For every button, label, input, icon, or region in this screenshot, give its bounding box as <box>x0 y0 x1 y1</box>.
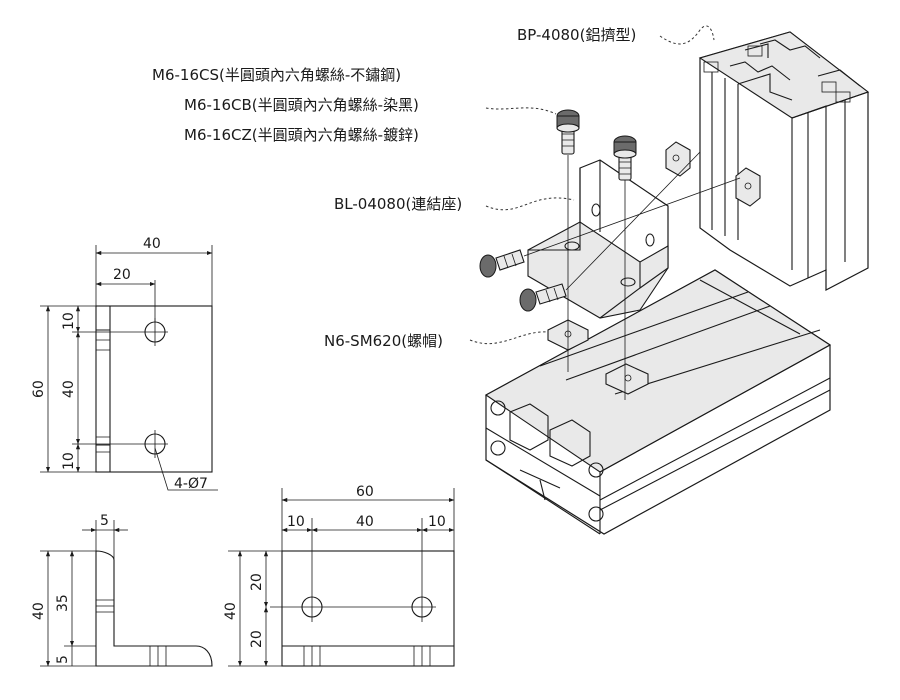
bracket-label: BL-04080(連結座) <box>334 195 462 213</box>
nut-top-1 <box>665 141 691 177</box>
leader-lines <box>469 25 715 345</box>
dim-top-20b: 20 <box>249 630 265 648</box>
vertical-profile-drawing <box>698 31 870 291</box>
dim-front-hole-x: 20 <box>113 267 131 283</box>
dim-top-left: 10 <box>287 514 305 530</box>
screw-left-lower <box>519 283 567 312</box>
dim-top-height: 40 <box>223 602 239 620</box>
nut-label: N6-SM620(螺帽) <box>324 332 443 350</box>
screw-cz-label: M6-16CZ(半圓頭內六角螺絲-鍍鋅) <box>184 126 419 144</box>
assembly-lines <box>523 151 741 400</box>
dim-front-mid: 40 <box>61 380 77 398</box>
screw-cb-label: M6-16CB(半圓頭內六角螺絲-染黑) <box>184 96 419 114</box>
screw-cs-label: M6-16CS(半圓頭內六角螺絲-不鏽鋼) <box>152 66 401 84</box>
dim-side-height: 40 <box>31 602 47 620</box>
dim-side-5: 5 <box>55 655 71 664</box>
dim-front-width: 40 <box>143 236 161 252</box>
screw-top-left <box>556 109 580 155</box>
dim-top-20a: 20 <box>249 573 265 591</box>
screw-top-right <box>613 135 637 181</box>
dim-holes: 4-Ø7 <box>174 476 208 492</box>
screw-left-upper <box>479 249 525 278</box>
dim-front-bottom: 10 <box>61 452 77 470</box>
profile-label: BP-4080(鋁擠型) <box>517 26 636 44</box>
dim-front-height: 60 <box>31 380 47 398</box>
side-dimensions <box>40 520 128 667</box>
screws-drawing <box>479 109 637 312</box>
dim-side-thick: 5 <box>100 513 109 529</box>
front-dimensions <box>40 245 213 473</box>
dim-top-width: 60 <box>356 484 374 500</box>
top-view <box>270 518 455 667</box>
horizontal-profile-drawing <box>484 269 832 535</box>
nut-bottom-2 <box>605 363 649 395</box>
side-view <box>95 550 213 667</box>
dim-top-mid: 40 <box>356 514 374 530</box>
nut-top-2 <box>735 167 761 207</box>
front-view <box>72 305 218 491</box>
dim-top-right: 10 <box>428 514 446 530</box>
top-dimensions <box>228 488 455 667</box>
dim-front-top: 10 <box>61 312 77 330</box>
dim-side-35: 35 <box>55 594 71 612</box>
